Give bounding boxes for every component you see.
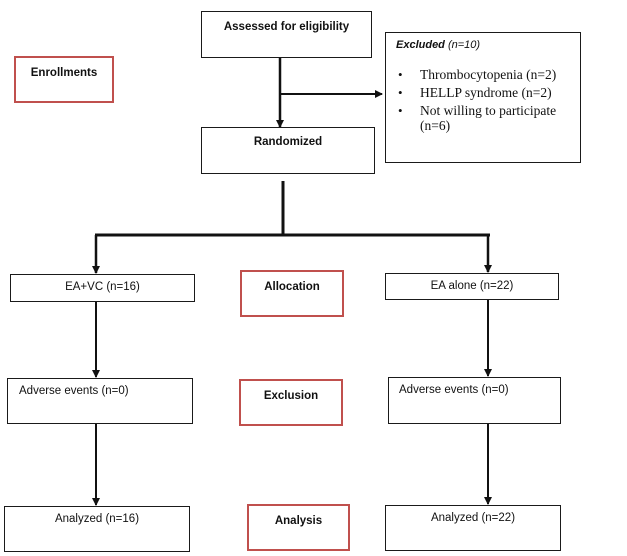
right-analyzed-box: Analyzed (n=22) — [385, 505, 561, 551]
stage-allocation-label: Allocation — [264, 281, 320, 293]
stage-exclusion: Exclusion — [239, 379, 343, 426]
left-allocation-box: EA+VC (n=16) — [10, 274, 195, 302]
stage-enrollments: Enrollments — [14, 56, 114, 103]
stage-allocation: Allocation — [240, 270, 344, 317]
assessed-label: Assessed for eligibility — [223, 21, 350, 33]
randomized-label: Randomized — [253, 136, 323, 148]
stage-enrollments-label: Enrollments — [30, 67, 98, 79]
excluded-box: Excluded (n=10) Thrombocytopenia (n=2) H… — [385, 32, 581, 163]
right-allocation-label: EA alone (n=22) — [430, 280, 514, 292]
right-adverse-label: Adverse events (n=0) — [399, 384, 509, 396]
right-allocation-box: EA alone (n=22) — [385, 273, 559, 300]
excluded-title: Excluded (n=10) — [396, 39, 480, 51]
randomized-box: Randomized — [201, 127, 375, 174]
excluded-reason: Not willing to participate (n=6) — [398, 103, 570, 133]
stage-exclusion-label: Exclusion — [263, 390, 319, 402]
assessed-box: Assessed for eligibility — [201, 11, 372, 58]
stage-analysis-label: Analysis — [274, 515, 323, 527]
excluded-title-text: Excluded — [396, 39, 445, 51]
excluded-reasons-list: Thrombocytopenia (n=2) HELLP syndrome (n… — [386, 67, 570, 136]
left-adverse-label: Adverse events (n=0) — [19, 385, 129, 397]
left-adverse-box: Adverse events (n=0) — [7, 378, 193, 424]
excluded-reason: HELLP syndrome (n=2) — [398, 85, 570, 100]
right-adverse-box: Adverse events (n=0) — [388, 377, 561, 424]
stage-analysis: Analysis — [247, 504, 350, 551]
left-analyzed-box: Analyzed (n=16) — [4, 506, 190, 552]
left-analyzed-label: Analyzed (n=16) — [54, 513, 140, 525]
excluded-reason: Thrombocytopenia (n=2) — [398, 67, 570, 82]
right-analyzed-label: Analyzed (n=22) — [430, 512, 516, 524]
excluded-count: (n=10) — [447, 39, 481, 51]
left-allocation-label: EA+VC (n=16) — [65, 281, 140, 293]
